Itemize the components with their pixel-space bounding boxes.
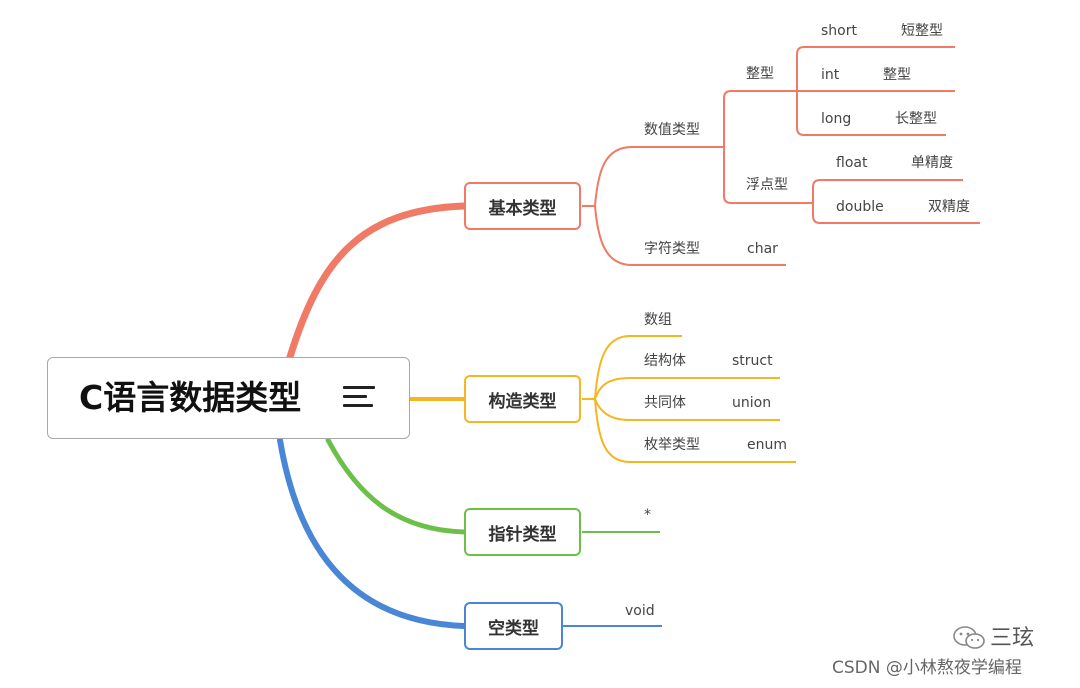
label-short-desc[interactable]: 短整型 (901, 23, 943, 39)
label-array[interactable]: 数组 (644, 312, 672, 328)
node-constructed-type[interactable]: 构造类型 (464, 375, 581, 423)
label-long-desc[interactable]: 长整型 (895, 111, 937, 127)
branch-basic-curve (286, 202, 468, 361)
menu-icon[interactable] (343, 384, 375, 410)
label-enum[interactable]: enum (747, 437, 787, 453)
label-union-cn[interactable]: 共同体 (644, 395, 686, 411)
label-structure[interactable]: 结构体 (644, 353, 686, 369)
label-float[interactable]: float (836, 155, 868, 171)
branch-void-curve (277, 437, 467, 629)
branch-pointer-curve (325, 437, 467, 535)
label-char-type[interactable]: 字符类型 (644, 241, 700, 257)
label-enum-type[interactable]: 枚举类型 (644, 437, 700, 453)
label-double-desc[interactable]: 双精度 (928, 199, 970, 215)
root-title: C语言数据类型 (79, 378, 302, 417)
watermark-brand: 三玹 (990, 626, 1035, 651)
label-float-type[interactable]: 浮点型 (746, 177, 788, 193)
wechat-icon (953, 626, 985, 649)
label-double[interactable]: double (836, 199, 884, 215)
label-void[interactable]: void (625, 603, 655, 619)
label-integer-type[interactable]: 整型 (746, 66, 774, 82)
node-pointer-type[interactable]: 指针类型 (464, 508, 581, 556)
label-numeric-type[interactable]: 数值类型 (644, 122, 700, 138)
label-char[interactable]: char (747, 241, 778, 257)
root-node[interactable] (47, 357, 410, 439)
label-union[interactable]: union (732, 395, 772, 411)
label-float-desc[interactable]: 单精度 (911, 155, 953, 171)
label-int-desc[interactable]: 整型 (883, 67, 911, 83)
node-void-type[interactable]: 空类型 (464, 602, 563, 650)
node-basic-type[interactable]: 基本类型 (464, 182, 581, 230)
label-long[interactable]: long (821, 111, 852, 127)
watermark-source: CSDN @小林熬夜学编程 (832, 658, 1022, 678)
label-struct[interactable]: struct (732, 353, 773, 369)
label-short[interactable]: short (821, 23, 857, 39)
label-int[interactable]: int (821, 67, 840, 83)
label-pointer-star[interactable]: * (644, 507, 651, 523)
